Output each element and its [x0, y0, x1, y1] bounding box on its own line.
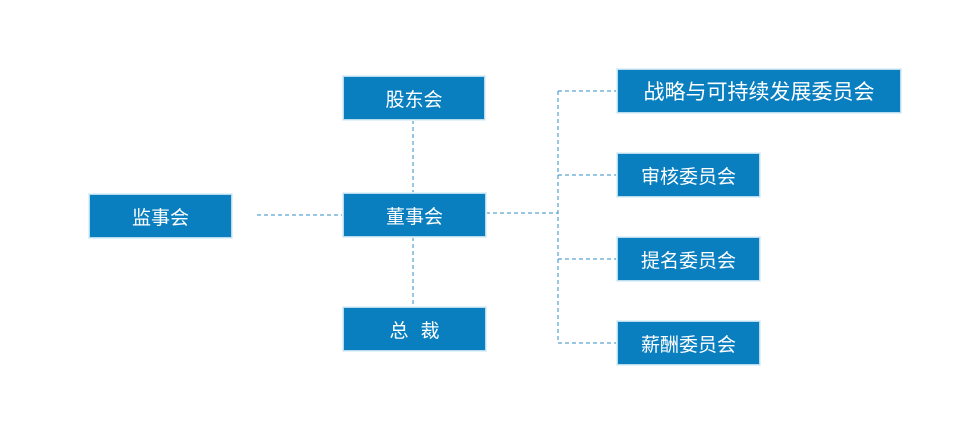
node-shareholders-meeting: 股东会 [343, 76, 485, 120]
node-supervisory-board: 监事会 [89, 194, 232, 238]
node-president: 总 裁 [343, 307, 486, 351]
node-audit-committee: 审核委员会 [617, 153, 760, 197]
node-nomination-committee: 提名委员会 [617, 237, 760, 281]
node-strategy-committee: 战略与可持续发展委员会 [617, 69, 901, 113]
node-board-of-directors: 董事会 [343, 193, 486, 237]
node-remuneration-committee: 薪酬委员会 [617, 321, 760, 365]
